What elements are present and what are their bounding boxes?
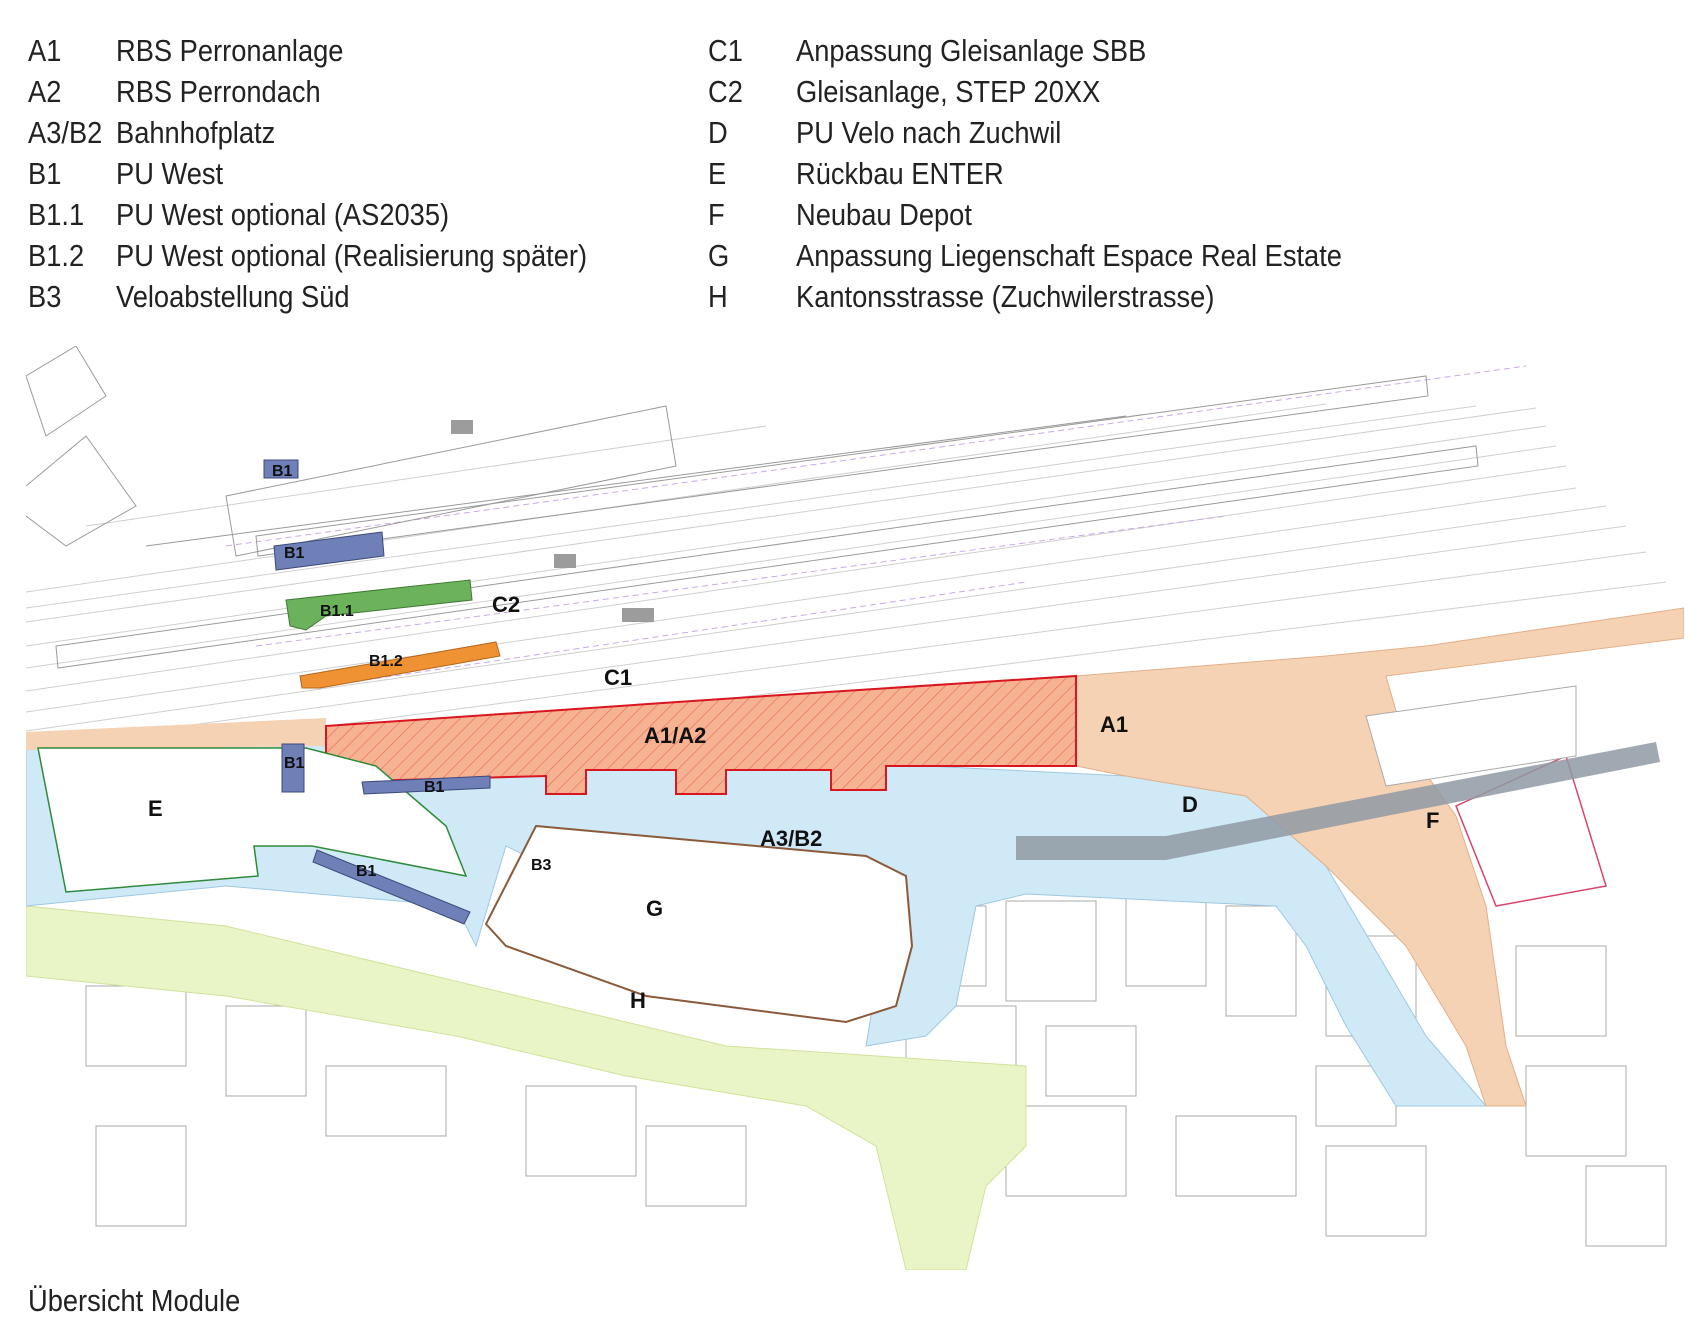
legend-code: A2 [28, 74, 62, 109]
legend-row: B1.1 PU West optional (AS2035) [28, 194, 651, 235]
map-label-b1-1: B1.1 [320, 603, 354, 620]
legend-text: RBS Perronanlage [116, 33, 344, 68]
legend-row: C2 Gleisanlage, STEP 20XX [708, 71, 1416, 112]
legend-text: PU West [116, 156, 224, 191]
legend-text: Bahnhofplatz [116, 115, 276, 150]
legend-code: D [708, 115, 728, 150]
map-label-f: F [1426, 808, 1439, 833]
legend-text: Neubau Depot [796, 197, 972, 232]
legend-row: A3/B2 Bahnhofplatz [28, 112, 651, 153]
legend-text: Gleisanlage, STEP 20XX [796, 74, 1101, 109]
map-label-b1-e: B1 [356, 863, 377, 880]
track-lines [26, 403, 1667, 787]
map-label-a1: A1 [1100, 712, 1128, 737]
legend-row: B3 Veloabstellung Süd [28, 276, 651, 317]
legend-code: B1.1 [28, 197, 85, 232]
purple-track-lines [225, 365, 1527, 687]
legend-right: C1 Anpassung Gleisanlage SBB C2 Gleisanlage… [708, 30, 1416, 317]
hatched-boxes [451, 420, 654, 622]
zone-a1-east-area [1075, 607, 1684, 1107]
map-label-a1a2: A1/A2 [644, 723, 706, 748]
legend-code: A1 [28, 33, 62, 68]
legend-text: PU Velo nach Zuchwil [796, 115, 1062, 150]
zone-f-building [1365, 685, 1577, 787]
map-label-h: H [630, 988, 646, 1013]
legend-text: Anpassung Liegenschaft Espace Real Estat… [796, 238, 1342, 273]
zone-g-outline [484, 824, 914, 1024]
zone-b1-bars [263, 459, 491, 925]
legend-text: RBS Perrondach [116, 74, 321, 109]
legend-text: PU West optional (Realisierung später) [116, 238, 588, 273]
map-label-g: G [646, 896, 663, 921]
legend-row: H Kantonsstrasse (Zuchwilerstrasse) [708, 276, 1416, 317]
legend-row: A1 RBS Perronanlage [28, 30, 651, 71]
legend-code: B3 [28, 279, 62, 314]
legend-text: Rückbau ENTER [796, 156, 1004, 191]
legend-text: Veloabstellung Süd [116, 279, 350, 314]
map-label-b1-d: B1 [424, 779, 445, 796]
legend-row: B1.2 PU West optional (Realisierung späte… [28, 235, 651, 276]
map-label-b1-b: B1 [284, 545, 305, 562]
map-label-c1: C1 [604, 665, 632, 690]
legend-text: PU West optional (AS2035) [116, 197, 450, 232]
site-plan-map: B1 B1 B1.1 C2 B1.2 C1 A1/A2 A1 B1 B1 E B… [26, 346, 1684, 1270]
zone-e-outline [37, 747, 468, 893]
legend-text: Kantonsstrasse (Zuchwilerstrasse) [796, 279, 1215, 314]
legend-row: G Anpassung Liegenschaft Espace Real Esta… [708, 235, 1416, 276]
legend-row: B1 PU West [28, 153, 651, 194]
legend-text: Anpassung Gleisanlage SBB [796, 33, 1147, 68]
legend-code: B1.2 [28, 238, 85, 273]
figure-caption: Übersicht Module [28, 1283, 241, 1318]
zone-h-area [26, 905, 1027, 1270]
zone-b1-2-bar [299, 641, 501, 689]
zone-b1-1-bar [285, 579, 473, 631]
legend-row: C1 Anpassung Gleisanlage SBB [708, 30, 1416, 71]
map-label-e: E [148, 796, 163, 821]
legend-code: G [708, 238, 730, 273]
legend-code: A3/B2 [28, 115, 103, 150]
buildings-north [26, 346, 1479, 669]
legend-code: E [708, 156, 727, 191]
legend-row: D PU Velo nach Zuchwil [708, 112, 1416, 153]
legend-code: H [708, 279, 728, 314]
legend-code: C2 [708, 74, 743, 109]
map-label-b1-a: B1 [272, 463, 293, 480]
legend-row: E Rückbau ENTER [708, 153, 1416, 194]
map-label-b3: B3 [531, 857, 552, 874]
map-label-b1-c: B1 [284, 755, 305, 772]
legend-code: B1 [28, 156, 62, 191]
legend-code: C1 [708, 33, 743, 68]
map-label-d: D [1182, 792, 1198, 817]
zone-a1a2-area [325, 674, 1077, 795]
zone-a1-west-strip [26, 718, 326, 750]
legend-row: A2 RBS Perrondach [28, 71, 651, 112]
map-label-c2: C2 [492, 592, 520, 617]
map-label-a3b2: A3/B2 [760, 826, 822, 851]
legend-code: F [708, 197, 725, 232]
legend-row: F Neubau Depot [708, 194, 1416, 235]
zone-d-underpass [1016, 742, 1660, 860]
map-label-b1-2: B1.2 [369, 653, 403, 670]
